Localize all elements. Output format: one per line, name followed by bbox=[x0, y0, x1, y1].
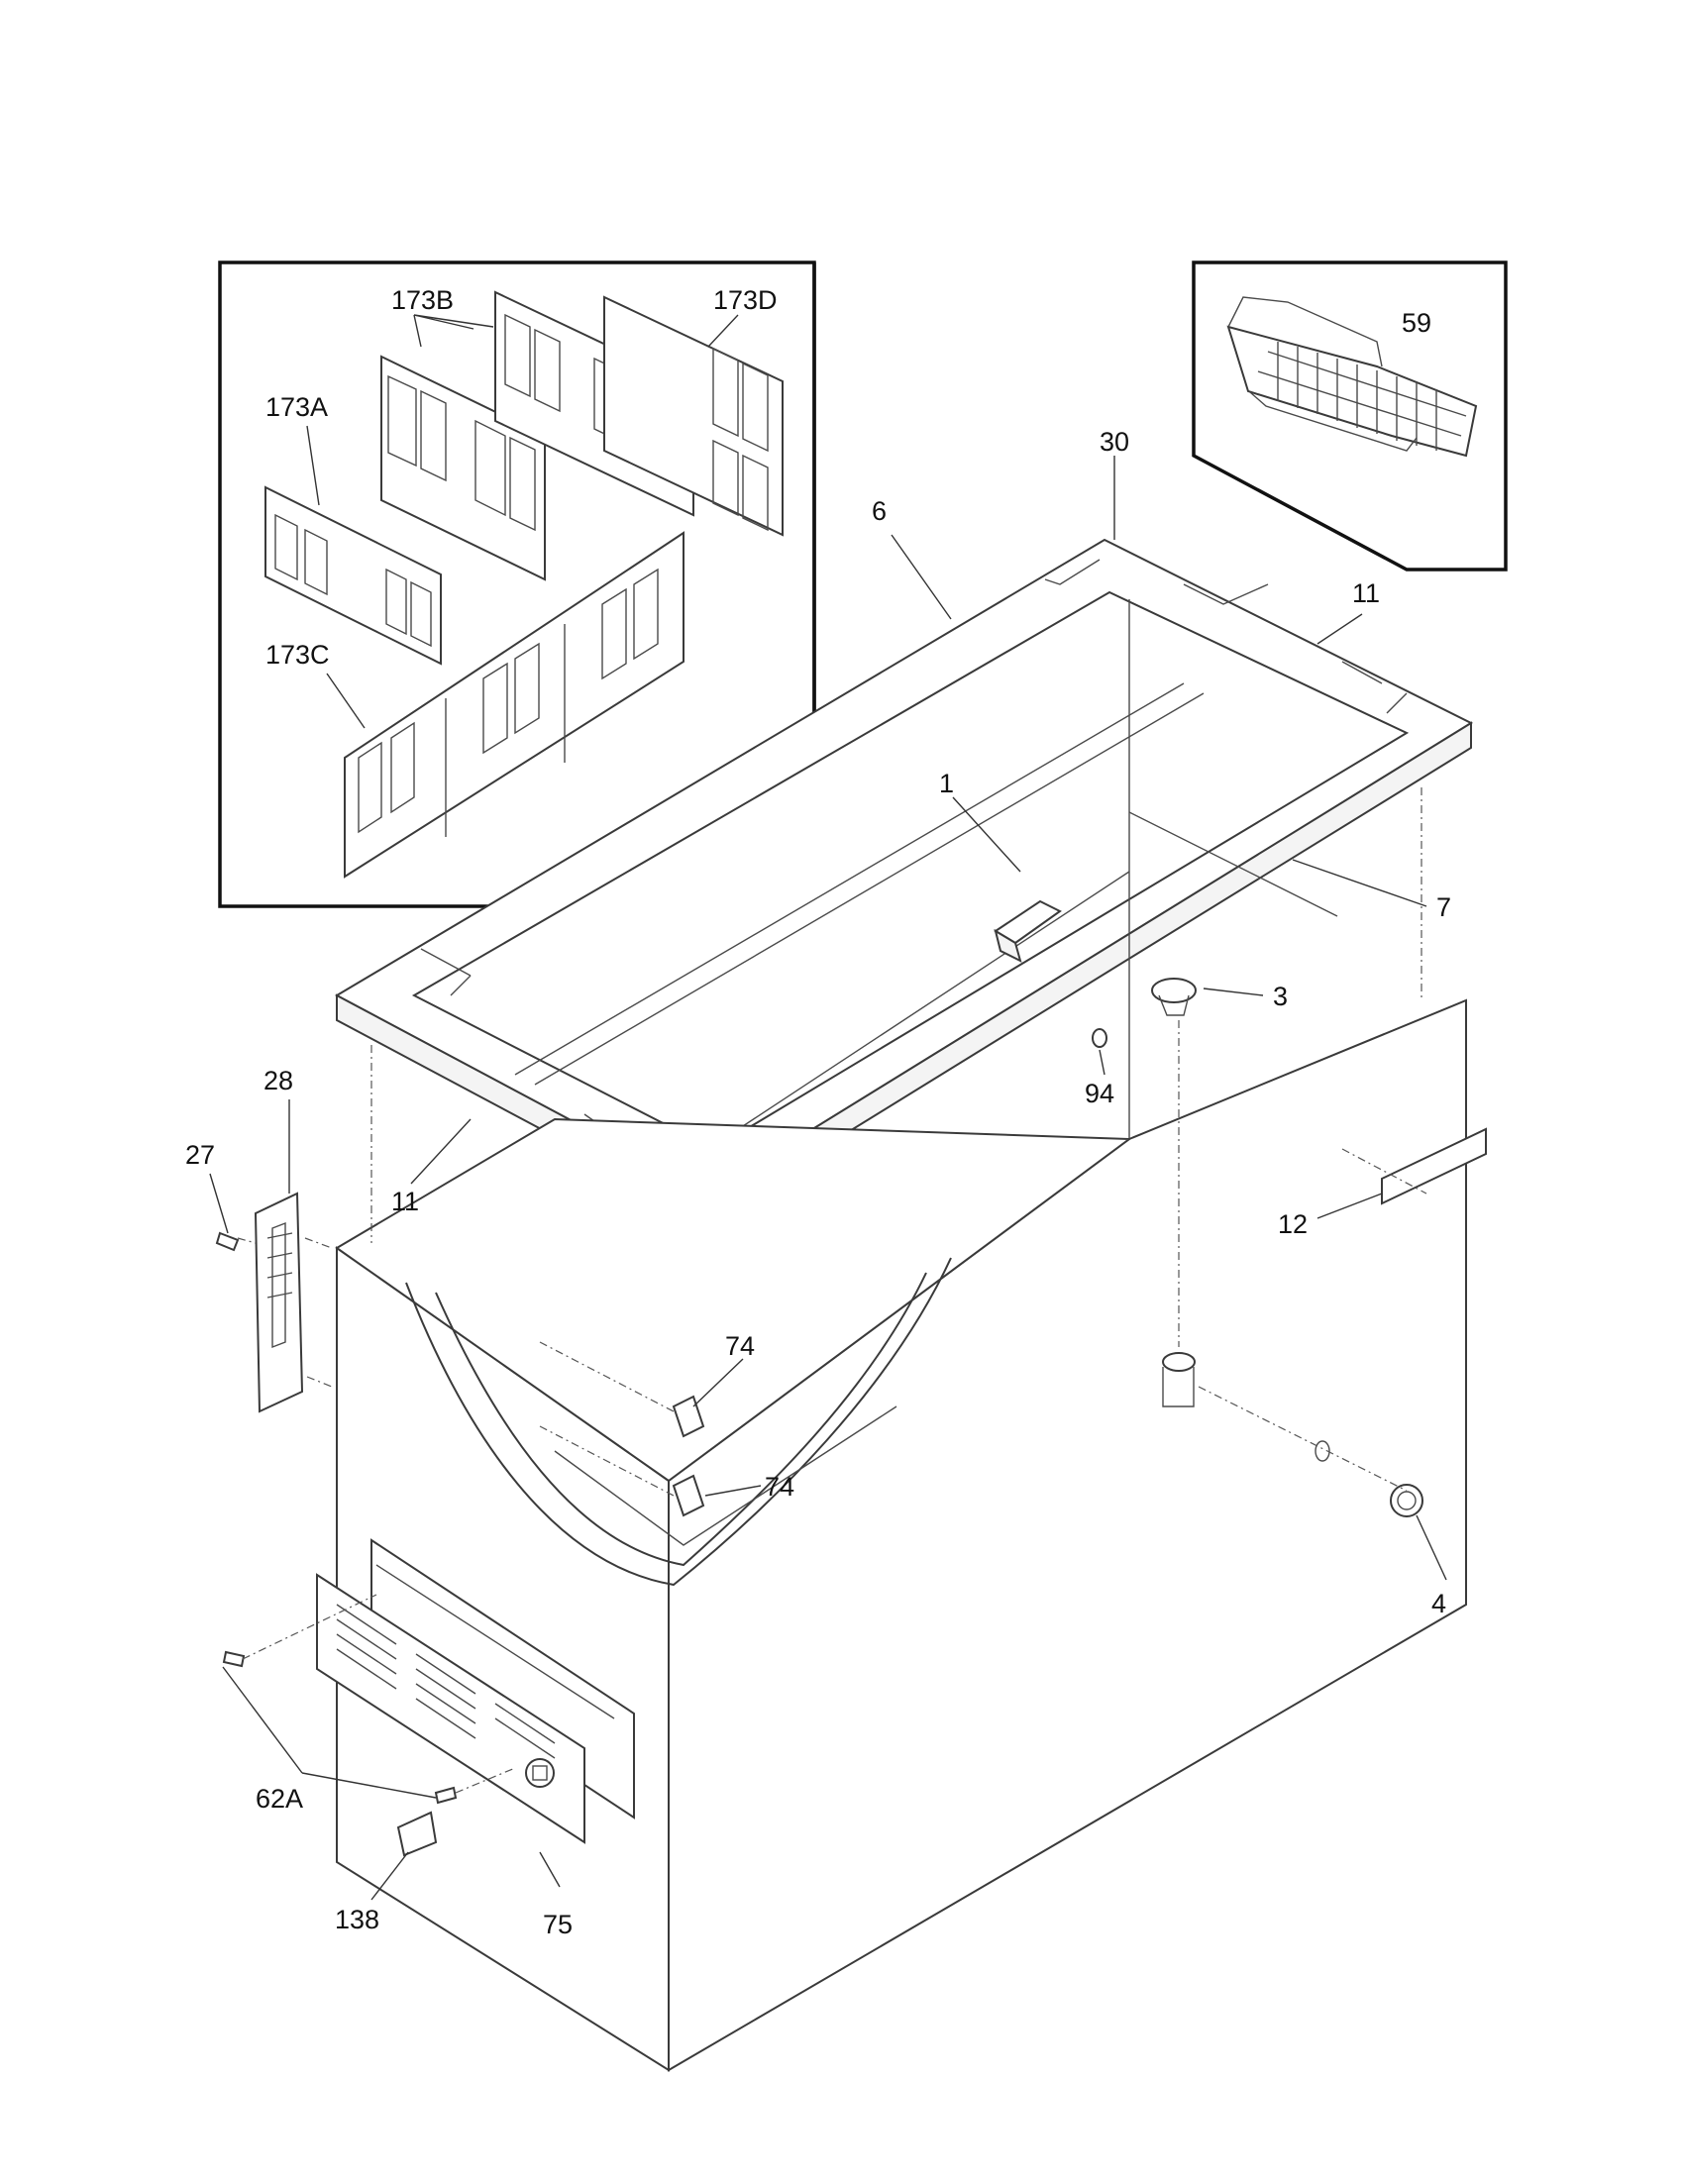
part-27-screw bbox=[215, 1231, 240, 1252]
label-28: 28 bbox=[263, 1066, 293, 1095]
part-3-drain-plug bbox=[1151, 978, 1197, 1016]
part-1-handle bbox=[994, 899, 1062, 963]
divider-173a bbox=[264, 485, 442, 666]
label-11-top: 11 bbox=[1352, 578, 1380, 608]
storage-basket bbox=[1226, 296, 1478, 458]
label-173c: 173C bbox=[265, 640, 330, 670]
label-138: 138 bbox=[335, 1905, 379, 1934]
label-75: 75 bbox=[543, 1910, 573, 1939]
breaker-frame bbox=[334, 538, 1474, 1220]
freezer-cabinet bbox=[335, 998, 1467, 2072]
label-173d: 173D bbox=[713, 285, 778, 315]
part-12-trim bbox=[1381, 1127, 1487, 1205]
dividers-inset: 173B 173D 173A 173C bbox=[218, 260, 816, 908]
label-4: 4 bbox=[1431, 1589, 1446, 1618]
drain-tube bbox=[1162, 1352, 1330, 1462]
divider-173d bbox=[603, 295, 784, 537]
part-94-washer bbox=[1092, 1028, 1107, 1048]
part-62a-screws bbox=[222, 1650, 458, 1805]
label-173b: 173B bbox=[391, 285, 454, 315]
part-138-control bbox=[396, 1811, 438, 1857]
label-27: 27 bbox=[185, 1140, 215, 1170]
divider-leaders bbox=[306, 314, 739, 729]
label-74-upper: 74 bbox=[725, 1331, 755, 1361]
label-30: 30 bbox=[1100, 427, 1129, 457]
part-74-clips bbox=[672, 1395, 705, 1517]
label-59: 59 bbox=[1402, 308, 1431, 338]
callout-leaders bbox=[209, 456, 1447, 1901]
basket-inset: 59 bbox=[1192, 260, 1508, 572]
label-74-lower: 74 bbox=[765, 1472, 794, 1502]
part-28-hinge bbox=[254, 1192, 304, 1413]
label-7: 7 bbox=[1436, 892, 1451, 922]
label-3: 3 bbox=[1273, 982, 1288, 1011]
label-94: 94 bbox=[1085, 1079, 1114, 1108]
part-4-drain-cap bbox=[1390, 1484, 1423, 1517]
label-12: 12 bbox=[1278, 1209, 1308, 1239]
label-6: 6 bbox=[872, 496, 887, 526]
label-62a: 62A bbox=[256, 1784, 303, 1814]
assembly-lines bbox=[237, 787, 1427, 1794]
part-75-grille bbox=[316, 1573, 585, 1844]
label-11-bottom: 11 bbox=[391, 1187, 419, 1216]
label-173a: 173A bbox=[265, 392, 328, 422]
divider-173c bbox=[344, 531, 684, 879]
label-1: 1 bbox=[939, 769, 954, 798]
